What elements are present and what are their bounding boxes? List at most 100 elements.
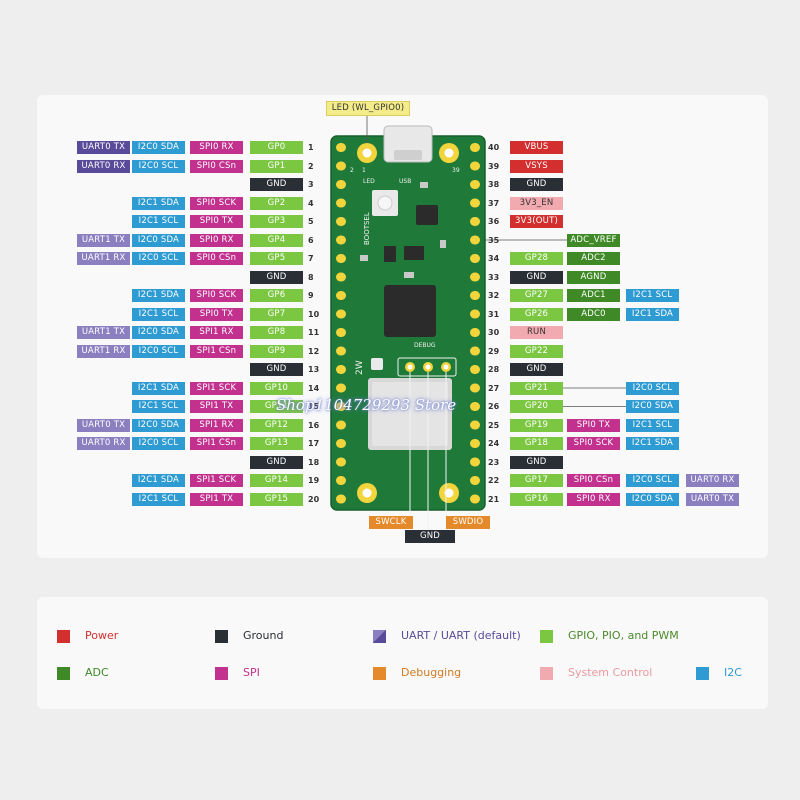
pin-pad bbox=[470, 198, 480, 208]
pin-pad bbox=[336, 217, 346, 226]
left-pin-label: GP5 bbox=[250, 252, 303, 265]
pin-pad bbox=[336, 254, 346, 263]
left-pin-label: I2C0 SDA bbox=[132, 233, 185, 247]
pin-pad bbox=[470, 439, 480, 448]
pin-pad bbox=[336, 291, 346, 300]
left-pin-label: SPI0 TX bbox=[190, 215, 243, 228]
left-pin-label: SPI1 TX bbox=[190, 400, 243, 413]
legend-swatch bbox=[373, 667, 386, 680]
right-pin-label: I2C1 SDA bbox=[626, 307, 679, 321]
right-pin-label: I2C0 SDA bbox=[626, 400, 679, 413]
legend-label: I2C bbox=[724, 666, 742, 679]
silk-usb: USB bbox=[399, 178, 411, 185]
left-pin-label: UART1 RX bbox=[77, 344, 130, 358]
right-pin-label: GP17 bbox=[510, 474, 563, 487]
left-pin-label: GP3 bbox=[250, 215, 303, 228]
pin-pad bbox=[470, 291, 480, 300]
right-pin-label: GP26 bbox=[510, 307, 563, 321]
right-pin-label: GP19 bbox=[510, 418, 563, 432]
right-pin-label: I2C1 SDA bbox=[626, 437, 679, 450]
left-pin-label: I2C0 SCL bbox=[132, 252, 185, 265]
legend-label: SPI bbox=[243, 666, 260, 679]
pin-pad bbox=[336, 402, 346, 411]
left-pin-label: UART1 TX bbox=[77, 326, 130, 339]
left-pin-label: UART0 RX bbox=[77, 437, 130, 450]
right-pin-label: ADC1 bbox=[567, 289, 620, 302]
left-pin-label: I2C1 SDA bbox=[132, 381, 185, 395]
left-pin-label: SPI1 TX bbox=[190, 492, 243, 506]
right-pin-label: GP20 bbox=[510, 400, 563, 413]
rp2040-chip bbox=[384, 285, 436, 337]
right-pin-label: SPI0 TX bbox=[567, 418, 620, 432]
pin-pad bbox=[336, 235, 346, 245]
left-pin-label: SPI0 RX bbox=[190, 233, 243, 247]
legend-label: UART / UART (default) bbox=[401, 629, 521, 642]
right-pin-label: I2C0 SDA bbox=[626, 492, 679, 506]
pin-pad bbox=[336, 161, 346, 171]
legend-swatch bbox=[215, 667, 228, 680]
pin-pad bbox=[470, 272, 480, 282]
legend-swatch bbox=[57, 667, 70, 680]
legend-swatch bbox=[215, 630, 228, 643]
left-pin-label: GND bbox=[250, 270, 303, 284]
right-pin-label: I2C1 SCL bbox=[626, 289, 679, 302]
left-pin-label: GP7 bbox=[250, 307, 303, 321]
pin-pad bbox=[336, 365, 346, 374]
left-pin-label: GP15 bbox=[250, 492, 303, 506]
legend-label: Ground bbox=[243, 629, 284, 642]
pin-pad bbox=[470, 494, 480, 504]
left-pin-label: SPI1 RX bbox=[190, 326, 243, 339]
pin-pad bbox=[470, 217, 480, 226]
left-pin-label: GND bbox=[250, 455, 303, 469]
pin-pad bbox=[470, 420, 480, 430]
left-pin-label: I2C0 SCL bbox=[132, 344, 185, 358]
right-pin-label: GP16 bbox=[510, 492, 563, 506]
right-pin-label: GP27 bbox=[510, 289, 563, 302]
left-pin-label: GP4 bbox=[250, 233, 303, 247]
debug-pin-label: SWDIO bbox=[446, 516, 490, 529]
legend-label: Power bbox=[85, 629, 119, 642]
pin-pad bbox=[336, 457, 346, 467]
left-pin-label: GP14 bbox=[250, 474, 303, 487]
left-pin-label: I2C1 SCL bbox=[132, 492, 185, 506]
right-pin-label: 3V3(OUT) bbox=[510, 215, 563, 228]
left-pin-label: GP0 bbox=[250, 141, 303, 154]
legend-swatch bbox=[373, 630, 386, 643]
right-pin-label: 3V3_EN bbox=[510, 196, 563, 210]
pin-pad bbox=[470, 309, 480, 319]
right-pin-label: I2C0 SCL bbox=[626, 474, 679, 487]
pin-pad bbox=[470, 457, 480, 467]
pin-pad bbox=[470, 402, 480, 411]
legend-label: Debugging bbox=[401, 666, 462, 679]
left-pin-label: GP11 bbox=[250, 400, 303, 413]
left-pin-label: GP1 bbox=[250, 159, 303, 173]
left-pin-label: GP10 bbox=[250, 381, 303, 395]
left-pin-label: SPI1 SCK bbox=[190, 474, 243, 487]
right-pin-label: VSYS bbox=[510, 159, 563, 173]
right-pin-label: GP28 bbox=[510, 252, 563, 265]
left-pin-label: UART0 RX bbox=[77, 159, 130, 173]
silk-debug: DEBUG bbox=[414, 342, 436, 349]
right-pin-label: GP21 bbox=[510, 381, 563, 395]
pin-pad bbox=[470, 365, 480, 374]
pin-pad bbox=[470, 180, 480, 189]
left-pin-label: GND bbox=[250, 178, 303, 191]
left-pin-label: SPI0 CSn bbox=[190, 252, 243, 265]
left-pin-label: SPI0 TX bbox=[190, 307, 243, 321]
right-pin-label: GND bbox=[510, 178, 563, 191]
right-pin-label: VBUS bbox=[510, 141, 563, 154]
left-pin-label: GP13 bbox=[250, 437, 303, 450]
left-pin-label: SPI1 CSn bbox=[190, 437, 243, 450]
right-pin-label: ADC0 bbox=[567, 307, 620, 321]
left-pin-label: I2C1 SCL bbox=[132, 400, 185, 413]
silk-bootsel: BOOTSEL bbox=[363, 212, 371, 245]
pin-pad bbox=[336, 180, 346, 189]
right-pin-label: ADC_VREF bbox=[567, 233, 620, 247]
left-pin-label: SPI0 CSn bbox=[190, 159, 243, 173]
left-pin-label: I2C0 SDA bbox=[132, 326, 185, 339]
silk-led: LED bbox=[363, 178, 375, 185]
pin-pad bbox=[336, 420, 346, 430]
right-pin-label: GP22 bbox=[510, 344, 563, 358]
pin-pad bbox=[336, 272, 346, 282]
